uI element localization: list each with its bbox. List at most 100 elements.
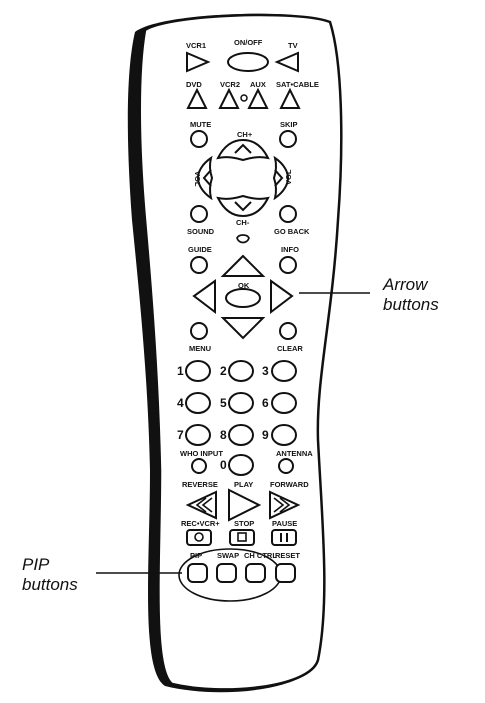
reset-button[interactable] [275,563,296,583]
label-guide: GUIDE [188,245,212,254]
digit-label-3: 3 [262,364,269,378]
digit-4-button[interactable] [185,392,211,414]
info-button[interactable] [279,256,297,274]
digit-label-5: 5 [220,396,227,410]
label-vol-right: VOL [284,169,293,185]
on-off-button[interactable] [227,52,269,72]
pause-button[interactable] [271,529,297,546]
label-pause: PAUSE [272,519,297,528]
ch-ctrl-button[interactable] [245,563,266,583]
arrow-callout-line2: buttons [383,295,439,314]
digit-1-button[interactable] [185,360,211,382]
arrow-down-button[interactable] [220,317,266,340]
pip-buttons-callout: PIP buttons [22,555,78,595]
who-input-button[interactable] [191,458,207,474]
digit-label-9: 9 [262,428,269,442]
chevron-right-icon [274,169,284,187]
pip-button[interactable] [187,563,208,583]
label-who-input: WHO INPUT [180,449,223,458]
label-sound: SOUND [187,227,215,236]
pip-callout-line1: PIP [22,555,50,574]
digit-7-button[interactable] [185,424,211,446]
label-go-back: GO BACK [274,227,310,236]
ch-up-button[interactable] [216,138,270,162]
label-aux: AUX [250,80,266,89]
antenna-button[interactable] [278,458,294,474]
dvd-button[interactable] [186,87,208,109]
arrow-right-button[interactable] [270,279,294,315]
label-skip: SKIP [280,120,298,129]
arrow-left-button[interactable] [192,279,216,315]
skip-button[interactable] [279,130,297,148]
label-ch-down: CH- [236,218,250,227]
label-ch-up: CH+ [237,130,253,139]
label-play: PLAY [234,480,253,489]
aux-button[interactable] [247,87,269,109]
vcr1-button[interactable] [186,51,211,73]
digit-8-button[interactable] [228,424,254,446]
chevron-left-icon [202,169,212,187]
label-rec: REC•VCR+ [181,519,220,528]
label-vol-left: VOL [193,171,202,187]
digit-label-6: 6 [262,396,269,410]
stop-icon [237,532,247,542]
arrow-up-button[interactable] [220,254,266,277]
label-vcr1: VCR1 [186,41,206,50]
swap-button[interactable] [216,563,237,583]
digit-2-button[interactable] [228,360,254,382]
vcr2-button[interactable] [218,87,240,109]
label-sat-cable: SAT•CABLE [276,80,319,89]
stop-button[interactable] [229,529,255,546]
label-reverse: REVERSE [182,480,218,489]
digit-label-0: 0 [220,458,227,472]
label-forward: FORWARD [270,480,309,489]
digit-0-button[interactable] [228,454,254,476]
led-indicator-icon [240,94,248,102]
digit-label-7: 7 [177,428,184,442]
digit-6-button[interactable] [271,392,297,414]
digit-label-1: 1 [177,364,184,378]
mute-button[interactable] [190,130,208,148]
rec-button[interactable] [186,529,212,546]
label-reset: RESET [275,551,300,560]
menu-button[interactable] [190,322,208,340]
label-tv: TV [288,41,298,50]
digit-label-4: 4 [177,396,184,410]
chevron-up-icon [234,143,252,154]
play-button[interactable] [228,488,262,522]
digit-label-8: 8 [220,428,227,442]
sat-cable-button[interactable] [279,87,301,109]
label-clear: CLEAR [277,344,303,353]
record-icon [194,532,204,542]
sensor-icon [236,234,250,244]
arrow-callout-line1: Arrow [383,275,428,294]
arrow-buttons-callout: Arrow buttons [383,275,439,315]
digit-9-button[interactable] [271,424,297,446]
label-dvd: DVD [186,80,202,89]
label-swap: SWAP [217,551,239,560]
label-stop: STOP [234,519,254,528]
pip-callout-line2: buttons [22,575,78,594]
label-mute: MUTE [190,120,211,129]
remote-body [138,13,343,691]
digit-5-button[interactable] [228,392,254,414]
ch-down-button[interactable] [216,194,270,218]
tv-button[interactable] [274,51,299,73]
guide-button[interactable] [190,256,208,274]
go-back-button[interactable] [279,205,297,223]
rewind-icon [195,497,213,513]
label-antenna: ANTENNA [276,449,313,458]
label-on-off: ON/OFF [234,38,263,47]
sound-button[interactable] [190,205,208,223]
chevron-down-icon [234,201,252,212]
digit-label-2: 2 [220,364,227,378]
label-info: INFO [281,245,299,254]
clear-button[interactable] [279,322,297,340]
digit-3-button[interactable] [271,360,297,382]
label-vcr2: VCR2 [220,80,240,89]
label-ch-ctrl: CH CTRL [244,551,277,560]
ok-button[interactable] [225,288,261,308]
pause-icon [280,533,288,542]
label-ok: OK [238,281,250,290]
label-menu: MENU [189,344,211,353]
